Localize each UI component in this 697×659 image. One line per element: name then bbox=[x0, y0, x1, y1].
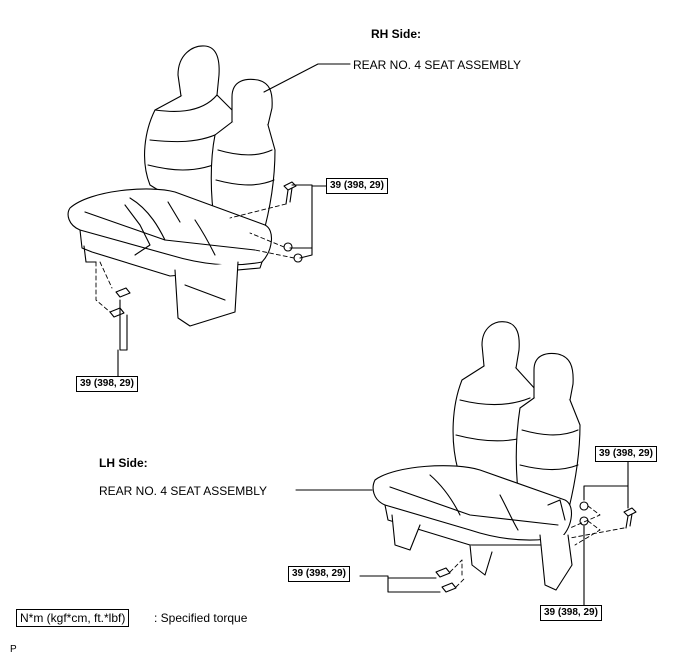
lh-fasteners bbox=[435, 501, 637, 593]
lh-seat-illustration bbox=[372, 321, 581, 591]
rh-dashed-guides bbox=[95, 203, 295, 313]
rh-side-title: RH Side: bbox=[371, 27, 422, 41]
lh-torque-left: 39 (398, 29) bbox=[288, 566, 350, 582]
lh-assembly-label: REAR NO. 4 SEAT ASSEMBLY bbox=[99, 484, 268, 498]
rh-torque-left: 39 (398, 29) bbox=[76, 376, 138, 392]
footer-code: P bbox=[10, 644, 17, 655]
legend-unit-box: N*m (kgf*cm, ft.*lbf) bbox=[16, 609, 130, 627]
rh-torque-top: 39 (398, 29) bbox=[326, 178, 388, 194]
rh-assembly-label: REAR NO. 4 SEAT ASSEMBLY bbox=[353, 58, 522, 72]
legend-description: : Specified torque bbox=[154, 611, 248, 625]
rh-leaders bbox=[117, 63, 351, 377]
lh-leaders bbox=[295, 459, 629, 606]
rh-seat-illustration bbox=[67, 45, 276, 327]
lh-torque-bottom: 39 (398, 29) bbox=[540, 605, 602, 621]
lh-torque-right-top: 39 (398, 29) bbox=[595, 446, 657, 462]
lh-dashed-guides bbox=[449, 505, 625, 588]
lh-side-title: LH Side: bbox=[99, 456, 148, 470]
